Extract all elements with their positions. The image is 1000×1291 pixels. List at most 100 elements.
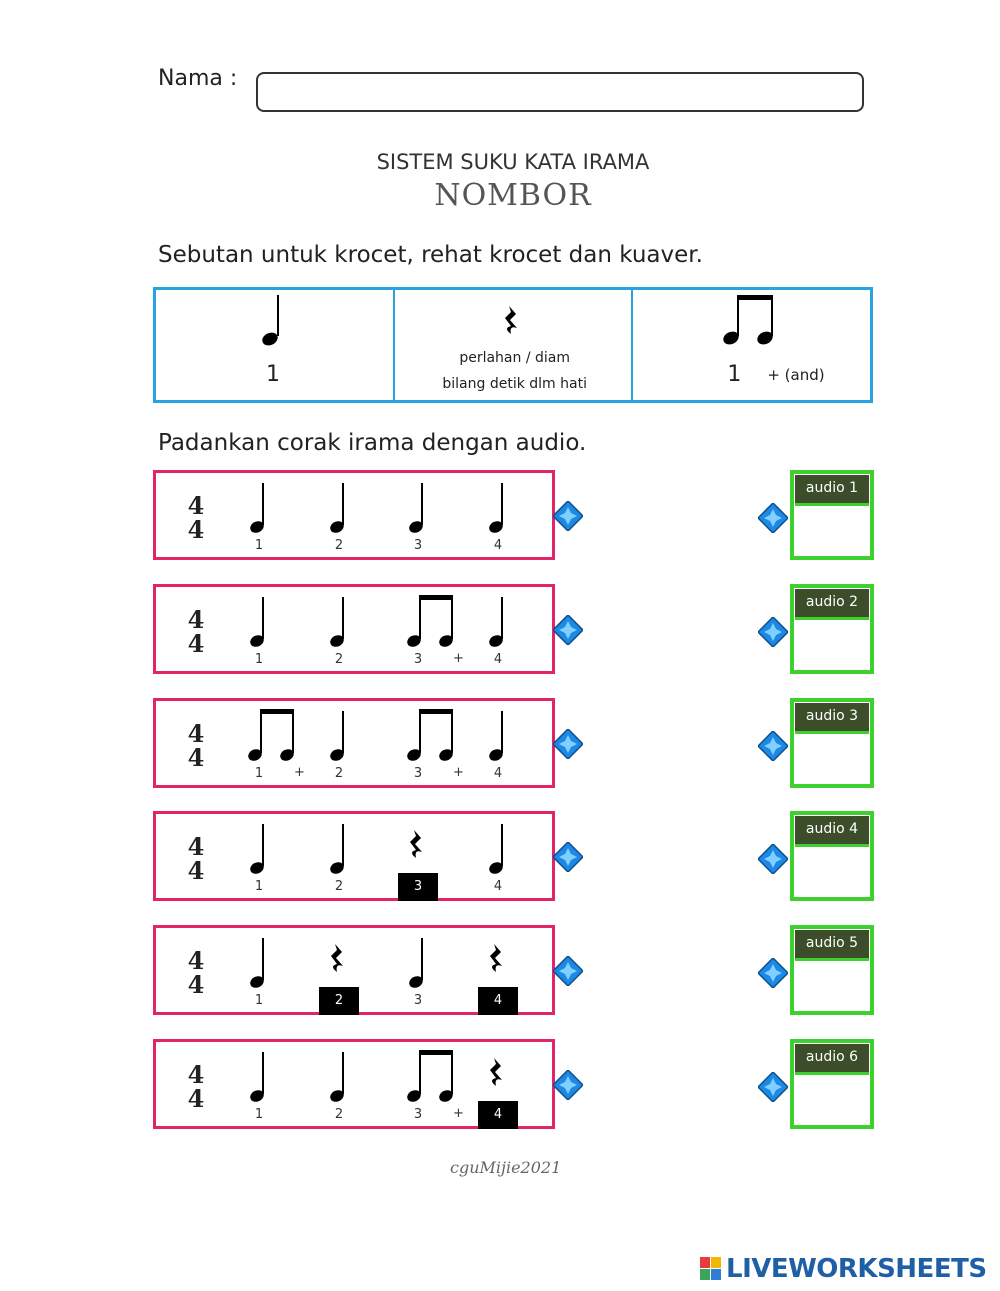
name-label: Nama :: [158, 66, 238, 91]
legend-crotchet-cell: 1: [156, 290, 395, 400]
rhythm-notation: [250, 595, 503, 647]
crotchet-count: 1: [266, 362, 280, 387]
beat-count: 4: [493, 766, 503, 781]
audio-box-6[interactable]: audio 6: [790, 1039, 874, 1129]
notehead: [489, 862, 503, 874]
audio-label: audio 2: [795, 589, 869, 620]
rhythm-notation: [250, 483, 503, 533]
match-handle-left-3[interactable]: [553, 729, 583, 759]
notehead: [409, 521, 423, 533]
time-signature-top: 4: [187, 832, 205, 861]
time-signature-bottom: 4: [187, 629, 205, 658]
match-handle-left-4[interactable]: [553, 842, 583, 872]
audio-box-3[interactable]: audio 3: [790, 698, 874, 788]
crotchet-rest: [331, 944, 343, 972]
match-handle-right-3[interactable]: [758, 731, 788, 761]
time-signature-bottom: 4: [187, 970, 205, 999]
beat-count: 1: [254, 766, 264, 781]
match-handle-right-2[interactable]: [758, 617, 788, 647]
match-handle-left-5[interactable]: [553, 956, 583, 986]
match-handle-right-5[interactable]: [758, 958, 788, 988]
time-signature-top: 4: [187, 1060, 205, 1089]
notehead: [330, 635, 344, 647]
match-handle-right-1[interactable]: [758, 503, 788, 533]
rhythm-legend: 1 perlahan / diam bilang detik dlm hati …: [153, 287, 873, 403]
beat-count: 2: [334, 1107, 344, 1122]
notehead: [409, 976, 423, 988]
quaver-pair-icon: [723, 295, 774, 345]
beat-count: 1: [254, 1107, 264, 1122]
beat-count: 2: [334, 538, 344, 553]
audio-box-5[interactable]: audio 5: [790, 925, 874, 1015]
crotchet-rest: [490, 1058, 502, 1086]
time-signature-bottom: 4: [187, 743, 205, 772]
beat-count: 1: [254, 993, 264, 1008]
beat-count: 1: [254, 538, 264, 553]
beat-count: 3: [413, 993, 423, 1008]
time-signature-top: 4: [187, 605, 205, 634]
audio-box-2[interactable]: audio 2: [790, 584, 874, 674]
notehead: [407, 749, 421, 761]
match-handle-right-6[interactable]: [758, 1072, 788, 1102]
notehead: [407, 635, 421, 647]
brand-mark-icon: [700, 1257, 722, 1281]
beat-count: 4: [493, 652, 503, 667]
quaver-beam: [419, 709, 453, 714]
notehead: [250, 1090, 264, 1102]
beat-count: 2: [334, 766, 344, 781]
author-signature: cguMijie2021: [450, 1158, 562, 1177]
beat-count: 3: [413, 652, 423, 667]
audio-box-4[interactable]: audio 4: [790, 811, 874, 901]
notehead: [489, 635, 503, 647]
and-count: +: [294, 765, 305, 780]
notehead: [330, 749, 344, 761]
notehead: [248, 749, 262, 761]
crotchet-rest: [490, 944, 502, 972]
brand-name: LIVEWORKSHEETS: [726, 1254, 987, 1284]
rhythm-notation: [250, 824, 503, 874]
legend-quaver-cell: 1 + (and): [633, 290, 870, 400]
audio-label: audio 1: [795, 475, 869, 506]
time-signature-top: 4: [187, 946, 205, 975]
audio-label: audio 6: [795, 1044, 869, 1075]
quaver-beam: [419, 595, 453, 600]
beat-count: 3: [413, 766, 423, 781]
match-handle-left-1[interactable]: [553, 501, 583, 531]
notehead: [439, 635, 453, 647]
match-instruction: Padankan corak irama dengan audio.: [158, 430, 587, 456]
notehead: [250, 635, 264, 647]
notehead: [330, 521, 344, 533]
notehead: [250, 862, 264, 874]
audio-label: audio 3: [795, 703, 869, 734]
legend-rest-cell: perlahan / diam bilang detik dlm hati: [395, 290, 634, 400]
quaver-beam: [260, 709, 294, 714]
time-signature-top: 4: [187, 491, 205, 520]
notehead: [489, 521, 503, 533]
beat-count: 4: [493, 879, 503, 894]
audio-box-1[interactable]: audio 1: [790, 470, 874, 560]
rhythm-notation: [250, 1050, 502, 1102]
time-signature-bottom: 4: [187, 1084, 205, 1113]
beat-count: 2: [334, 879, 344, 894]
name-input[interactable]: [256, 72, 864, 112]
match-handle-right-4[interactable]: [758, 844, 788, 874]
audio-label: audio 4: [795, 816, 869, 847]
crotchet-rest-icon: [504, 306, 517, 334]
notehead: [280, 749, 294, 761]
match-handle-left-2[interactable]: [553, 615, 583, 645]
beat-count: 3: [413, 538, 423, 553]
rest-text-line2: bilang detik dlm hati: [442, 376, 587, 392]
audio-label: audio 5: [795, 930, 869, 961]
match-handle-left-6[interactable]: [553, 1070, 583, 1100]
rest-count-box: 4: [478, 987, 518, 1015]
